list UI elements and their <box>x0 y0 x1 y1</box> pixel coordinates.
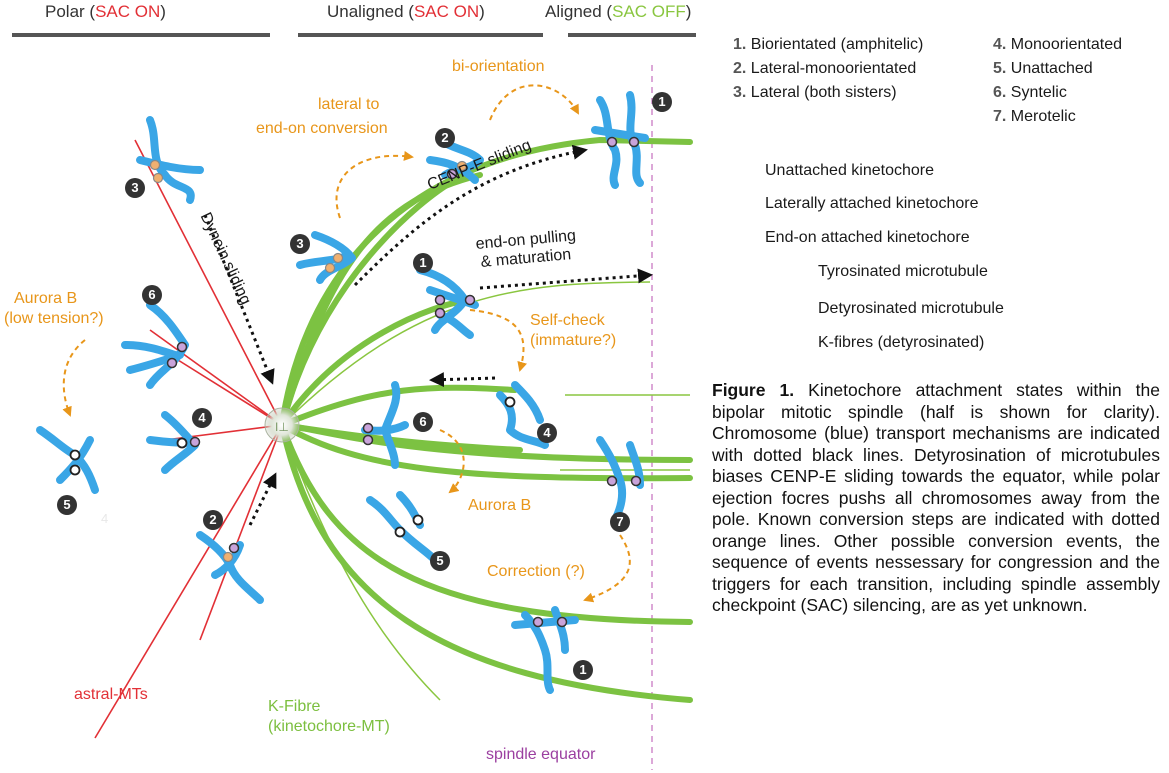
label-self-check: Self-check <box>530 312 605 329</box>
label-astral-mts: astral-MTs <box>74 686 148 703</box>
label-low-tension: (low tension?) <box>4 310 104 327</box>
label-spindle-equator: spindle equator <box>486 746 596 763</box>
caption-text: Kinetochore attachment states within the… <box>712 380 1160 615</box>
state-badge: 5 <box>57 495 77 515</box>
state-badge: 5 <box>430 551 450 571</box>
header-unaligned: Unaligned (SAC ON) <box>327 2 485 21</box>
label-bi-orientation: bi-orientation <box>452 58 545 75</box>
figure-label: Figure 1. <box>712 380 795 400</box>
header-aligned: Aligned (SAC OFF) <box>545 2 692 21</box>
state-badge: 7 <box>610 512 630 532</box>
label-aurora-b: Aurora B <box>468 497 532 514</box>
spindle-pole <box>264 407 300 443</box>
label-correction: Correction (?) <box>487 563 585 580</box>
label-lateral-to: lateral to <box>318 96 380 113</box>
state-badge: 6 <box>413 412 433 432</box>
conversion-arrows <box>62 84 631 603</box>
legend-lateral: Laterally attached kinetochore <box>765 195 979 212</box>
svg-text:I⊥: I⊥ <box>275 420 289 434</box>
state-item-7: 7. Merotelic <box>993 108 1076 125</box>
legend-endon: End-on attached kinetochore <box>765 229 970 246</box>
unattached-kinetochores <box>69 396 516 538</box>
state-item-4: 4. Monoorientated <box>993 36 1122 53</box>
k-fibres <box>279 136 693 703</box>
header-polar: Polar (SAC ON) <box>45 2 166 21</box>
label-k-fibre: K-Fibre <box>268 698 321 715</box>
label-aurora-b-low: Aurora B <box>14 290 78 307</box>
label-kinetochore-mt: (kinetochore-MT) <box>268 718 390 735</box>
spindle-diagram: I⊥ <box>12 33 696 770</box>
label-immature: (immature?) <box>530 332 617 349</box>
state-badge: 3 <box>290 234 310 254</box>
transport-arrows <box>203 144 653 526</box>
state-item-5: 5. Unattached <box>993 60 1093 77</box>
state-badge: 1 <box>652 92 672 112</box>
label-end-on-conversion: end-on conversion <box>256 120 388 137</box>
state-badge: 3 <box>125 178 145 198</box>
state-item-6: 6. Syntelic <box>993 84 1067 101</box>
figure-caption: Figure 1. Kinetochore attachment states … <box>712 380 1160 617</box>
legend-unattached: Unattached kinetochore <box>765 162 934 179</box>
legend-detyrosinated: Detyrosinated microtubule <box>818 300 1004 317</box>
label-faint-4: 4 <box>101 511 109 526</box>
state-badge: 4 <box>537 423 557 443</box>
legend-kfibres: K-fibres (detyrosinated) <box>818 334 985 351</box>
state-item-3: 3. Lateral (both sisters) <box>733 84 897 101</box>
state-badge: 6 <box>142 285 162 305</box>
state-badge: 2 <box>435 128 455 148</box>
header-bars <box>12 33 696 37</box>
state-item-2: 2. Lateral-monoorientated <box>733 60 917 77</box>
state-badge: 2 <box>203 510 223 530</box>
tyrosinated-microtubules <box>94 139 283 739</box>
detyrosinated-microtubules <box>281 281 690 701</box>
endon-kinetochores <box>166 136 642 628</box>
state-badge: 4 <box>192 408 212 428</box>
state-badge: 1 <box>573 660 593 680</box>
state-item-1: 1. Biorientated (amphitelic) <box>733 36 924 53</box>
state-badge: 1 <box>413 253 433 273</box>
legend-tyrosinated: Tyrosinated microtubule <box>818 263 988 280</box>
lateral-kinetochores <box>149 159 468 563</box>
